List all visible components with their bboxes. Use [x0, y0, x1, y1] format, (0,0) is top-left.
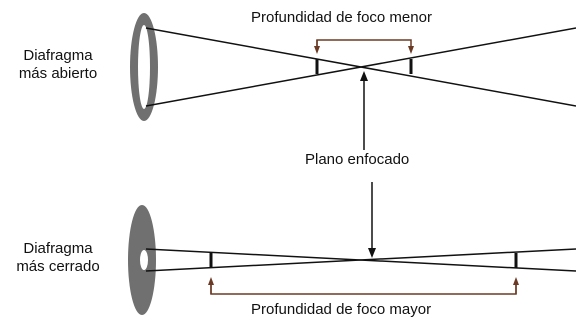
top-aperture-label-line2: más abierto [18, 65, 98, 82]
bottom-aperture-label-line1: Diafragma [23, 240, 93, 257]
bottom-depth-label: Profundidad de foco mayor [251, 301, 432, 318]
focus-plane-label: Plano enfocado [305, 151, 410, 168]
bottom-ray-lower [145, 248, 576, 272]
bottom-aperture-label: Diafragma más cerrado [6, 240, 110, 276]
top-aperture-label: Diafragma más abierto [6, 47, 110, 83]
top-aperture-label-line1: Diafragma [23, 47, 93, 64]
closed-aperture-ring [128, 205, 156, 315]
bottom-aperture-label-line2: más cerrado [16, 258, 100, 275]
top-depth-label: Profundidad de foco menor [251, 9, 432, 26]
open-aperture-ring [130, 13, 158, 121]
top-ray-lower [145, 27, 576, 107]
top-depth-bracket [314, 39, 414, 54]
bottom-depth-bracket [208, 277, 519, 295]
